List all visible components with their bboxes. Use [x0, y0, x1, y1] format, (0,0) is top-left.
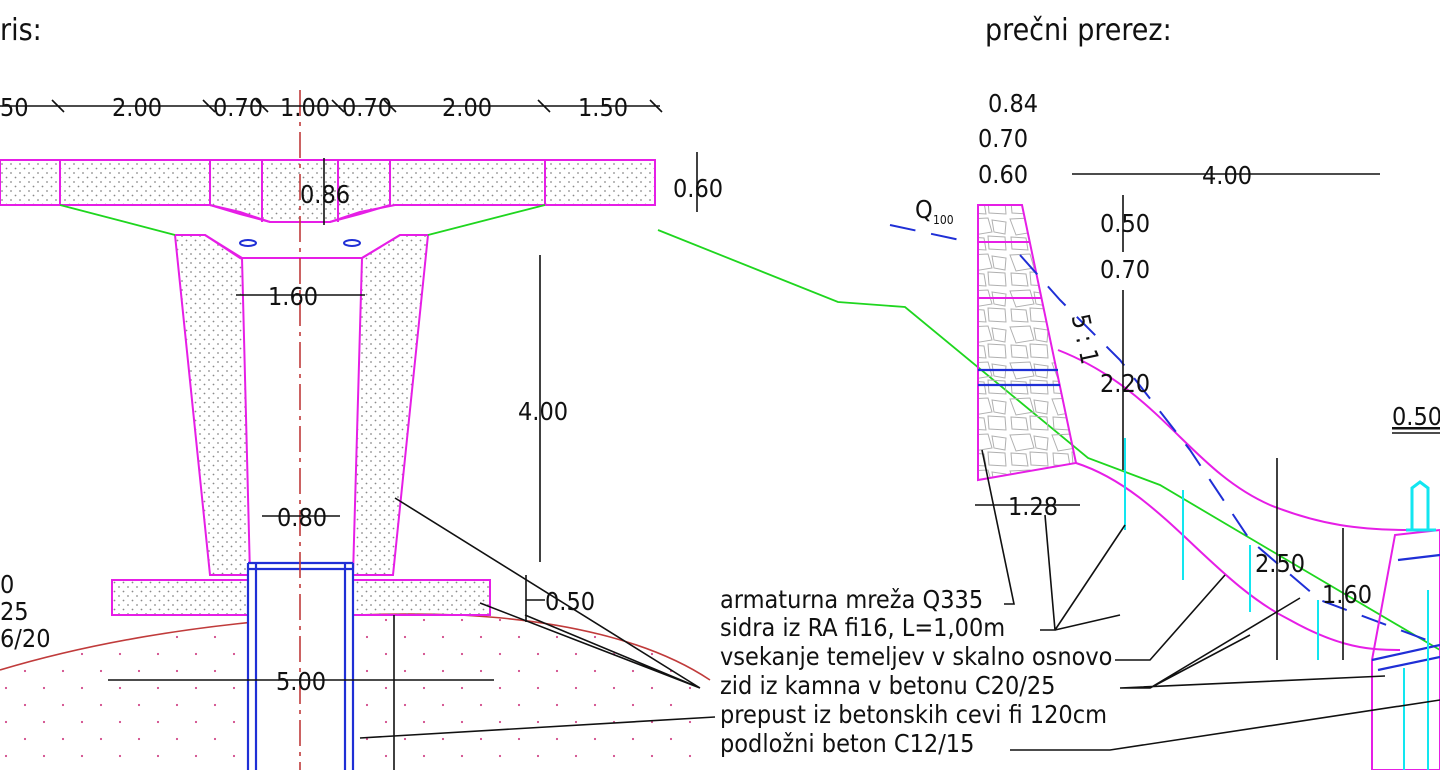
dim-top-070: 0.70 [978, 124, 1028, 153]
drain-hole-left [239, 239, 257, 247]
dim-top-060: 0.60 [978, 160, 1028, 189]
dim-220: 2.20 [1100, 369, 1150, 398]
terrain-line-right [427, 204, 546, 236]
dim-wing-length: 4.00 [518, 397, 568, 426]
dim-top-084: 0.84 [988, 89, 1038, 118]
dim-top-0: 50 [0, 93, 29, 122]
dim-top-4: 0.70 [342, 93, 392, 122]
cross-section: Q 100 0.84 0.70 0.60 4.00 0.50 0.70 2.20… [889, 89, 1440, 770]
railing-icon [1406, 480, 1436, 532]
dim-side-thickness: 0.60 [673, 174, 723, 203]
slope-label: 5 : 1 [1066, 311, 1105, 366]
legend-item-1: armaturna mreža Q335 [720, 585, 983, 614]
left-wing [173, 234, 252, 576]
channel-bottom [1075, 462, 1401, 651]
dim-top-1: 2.00 [112, 93, 162, 122]
legend-item-6: podložni beton C12/15 [720, 729, 974, 758]
terrain-line-left [59, 204, 176, 236]
left-edge-label-1: 0 [0, 570, 14, 599]
dim-crest-width: 4.00 [1202, 161, 1252, 190]
legend-item-2: sidra iz RA fi16, L=1,00m [720, 613, 1005, 642]
water-level [889, 224, 1440, 646]
dim-top-3: 1.00 [280, 93, 330, 122]
q-label: Q [915, 195, 933, 224]
section-title: prečni prerez: [985, 13, 1172, 48]
dim-160: 1.60 [1322, 580, 1372, 609]
dim-250: 2.50 [1255, 549, 1305, 578]
dim-right-050: 0.50 [1392, 402, 1440, 431]
left-edge-label-2: 25 [0, 597, 29, 626]
leader-lines [359, 449, 1440, 751]
section-wall [977, 204, 1078, 482]
dim-top-5: 2.00 [442, 93, 492, 122]
dim-050: 0.50 [1100, 209, 1150, 238]
dim-cap-thickness: 0.86 [300, 180, 350, 209]
dim-footing-thickness: 0.50 [545, 587, 595, 616]
right-wing [351, 234, 430, 576]
channel-top [1057, 349, 1411, 531]
legend-item-3: vsekanje temeljev v skalno osnovo [720, 642, 1112, 671]
left-edge-label-3: 6/20 [0, 624, 51, 653]
dim-070: 0.70 [1100, 255, 1150, 284]
legend-item-5: prepust iz betonskih cevi fi 120cm [720, 700, 1107, 729]
plan-view: 50 2.00 0.70 1.00 0.70 2.00 1.50 0.86 0.… [0, 90, 1440, 770]
top-dimension-row: 50 2.00 0.70 1.00 0.70 2.00 1.50 [0, 93, 663, 122]
terrain-line-long [657, 229, 1440, 651]
dim-wall-thickness: 0.80 [277, 503, 327, 532]
dim-base-width: 1.28 [1008, 492, 1058, 521]
dim-top-6: 1.50 [578, 93, 628, 122]
dim-footing-width: 5.00 [276, 667, 326, 696]
wing-walls [173, 234, 430, 576]
legend: armaturna mreža Q335 sidra iz RA fi16, L… [359, 449, 1440, 758]
legend-item-4: zid iz kamna v betonu C20/25 [720, 671, 1055, 700]
plan-title: ris: [0, 13, 42, 48]
dim-inner-width: 1.60 [268, 282, 318, 311]
q-subscript: 100 [933, 213, 954, 227]
dim-top-2: 0.70 [213, 93, 263, 122]
drain-hole-right [343, 239, 361, 247]
